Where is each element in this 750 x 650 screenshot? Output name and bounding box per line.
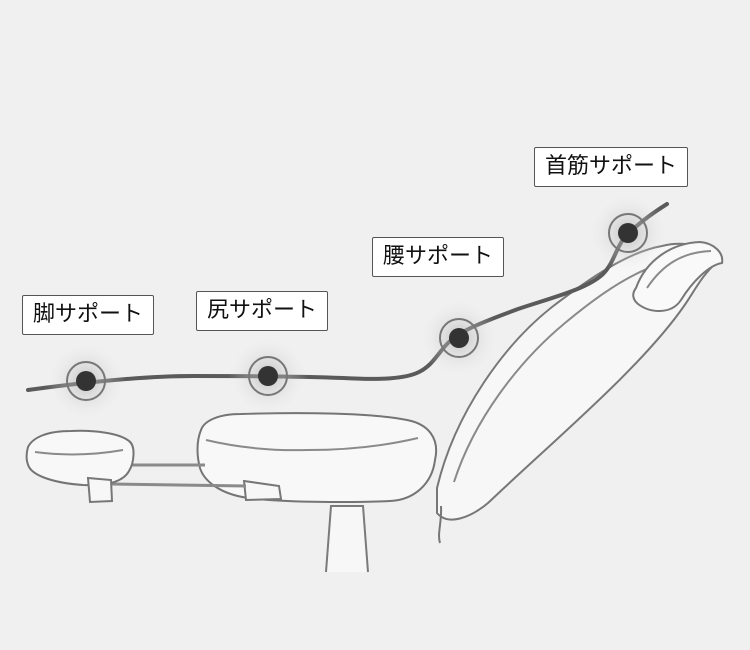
- legrest-rail-bottom: [111, 482, 247, 488]
- headrest-outline: [632, 240, 724, 312]
- lumbar-support-dot: [449, 328, 469, 348]
- hip-support-ring: [248, 356, 288, 396]
- headrest-inner-line: [646, 250, 712, 289]
- leg-support-node: [46, 341, 126, 421]
- lumbar-support-ring: [439, 318, 479, 358]
- legrest-outline: [25, 429, 135, 487]
- hip-support-node: [228, 336, 308, 416]
- leg-support-dot: [76, 371, 96, 391]
- chair-stand: [325, 505, 369, 573]
- neck-support-label: 首筋サポート: [534, 147, 689, 187]
- seat-top-line: [205, 437, 419, 452]
- lumbar-support-label: 腰サポート: [372, 237, 505, 277]
- neck-support-ring: [608, 213, 648, 253]
- lumbar-support-node: [419, 298, 499, 378]
- hip-support-dot: [258, 366, 278, 386]
- neck-support-dot: [618, 223, 638, 243]
- seat-bracket: [242, 479, 283, 502]
- backrest-base-line: [438, 505, 443, 544]
- neck-support-node: [588, 193, 668, 273]
- legrest-bracket: [86, 476, 114, 504]
- backrest-inner-line: [453, 265, 656, 483]
- hip-support-label: 尻サポート: [196, 291, 329, 331]
- legrest-top-line: [34, 449, 124, 456]
- leg-support-label: 脚サポート: [22, 295, 155, 335]
- seat-outline: [196, 412, 438, 503]
- leg-support-ring: [66, 361, 106, 401]
